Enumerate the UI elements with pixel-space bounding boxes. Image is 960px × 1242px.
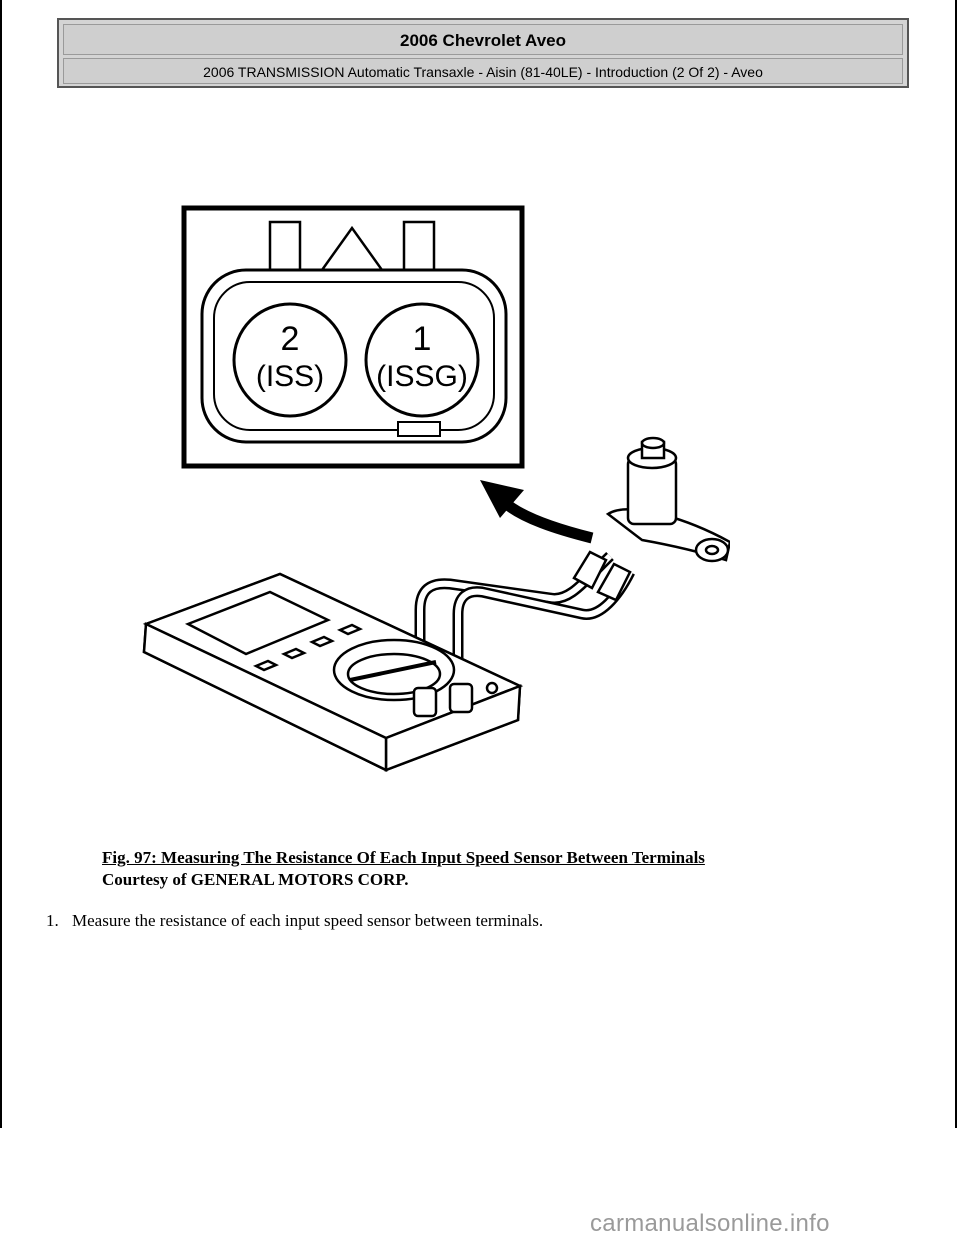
multimeter <box>142 572 524 773</box>
terminal-1-number: 1 <box>413 320 432 358</box>
arrow-head-icon <box>480 480 524 518</box>
header-subtitle: 2006 TRANSMISSION Automatic Transaxle - … <box>63 58 903 84</box>
step-text: Measure the resistance of each input spe… <box>72 911 544 930</box>
terminal-2 <box>232 302 348 418</box>
terminal-1-label: (ISSG) <box>376 360 468 393</box>
probe-jack-ohm <box>448 682 474 714</box>
connector-housing-inner <box>213 281 495 431</box>
figure-caption: Fig. 97: Measuring The Resistance Of Eac… <box>102 847 705 891</box>
curved-arrow-icon <box>498 495 594 544</box>
iss-resistance-illustration: 2 (ISS) 1 (ISSG) <box>142 205 730 773</box>
header-title: 2006 Chevrolet Aveo <box>63 24 903 55</box>
terminal-2-label: (ISS) <box>256 360 324 393</box>
probe-jack-com <box>412 686 438 718</box>
caption-title: Fig. 97: Measuring The Resistance Of Eac… <box>102 848 705 867</box>
input-speed-sensor <box>605 436 730 563</box>
multimeter-display <box>184 590 332 656</box>
terminal-2-number: 2 <box>281 320 300 358</box>
sensor-probe-clips <box>572 550 632 602</box>
watermark: carmanualsonline.info <box>590 1210 830 1237</box>
terminal-1 <box>364 302 480 418</box>
connector-latch <box>397 421 441 437</box>
caption-courtesy: Courtesy of GENERAL MOTORS CORP. <box>102 870 409 889</box>
step-number: 1. <box>46 911 59 930</box>
multimeter-buttons <box>252 623 364 672</box>
list-item: 1. Measure the resistance of each input s… <box>46 910 543 932</box>
document-header: 2006 Chevrolet Aveo 2006 TRANSMISSION Au… <box>57 18 909 88</box>
page-frame <box>0 0 957 1128</box>
